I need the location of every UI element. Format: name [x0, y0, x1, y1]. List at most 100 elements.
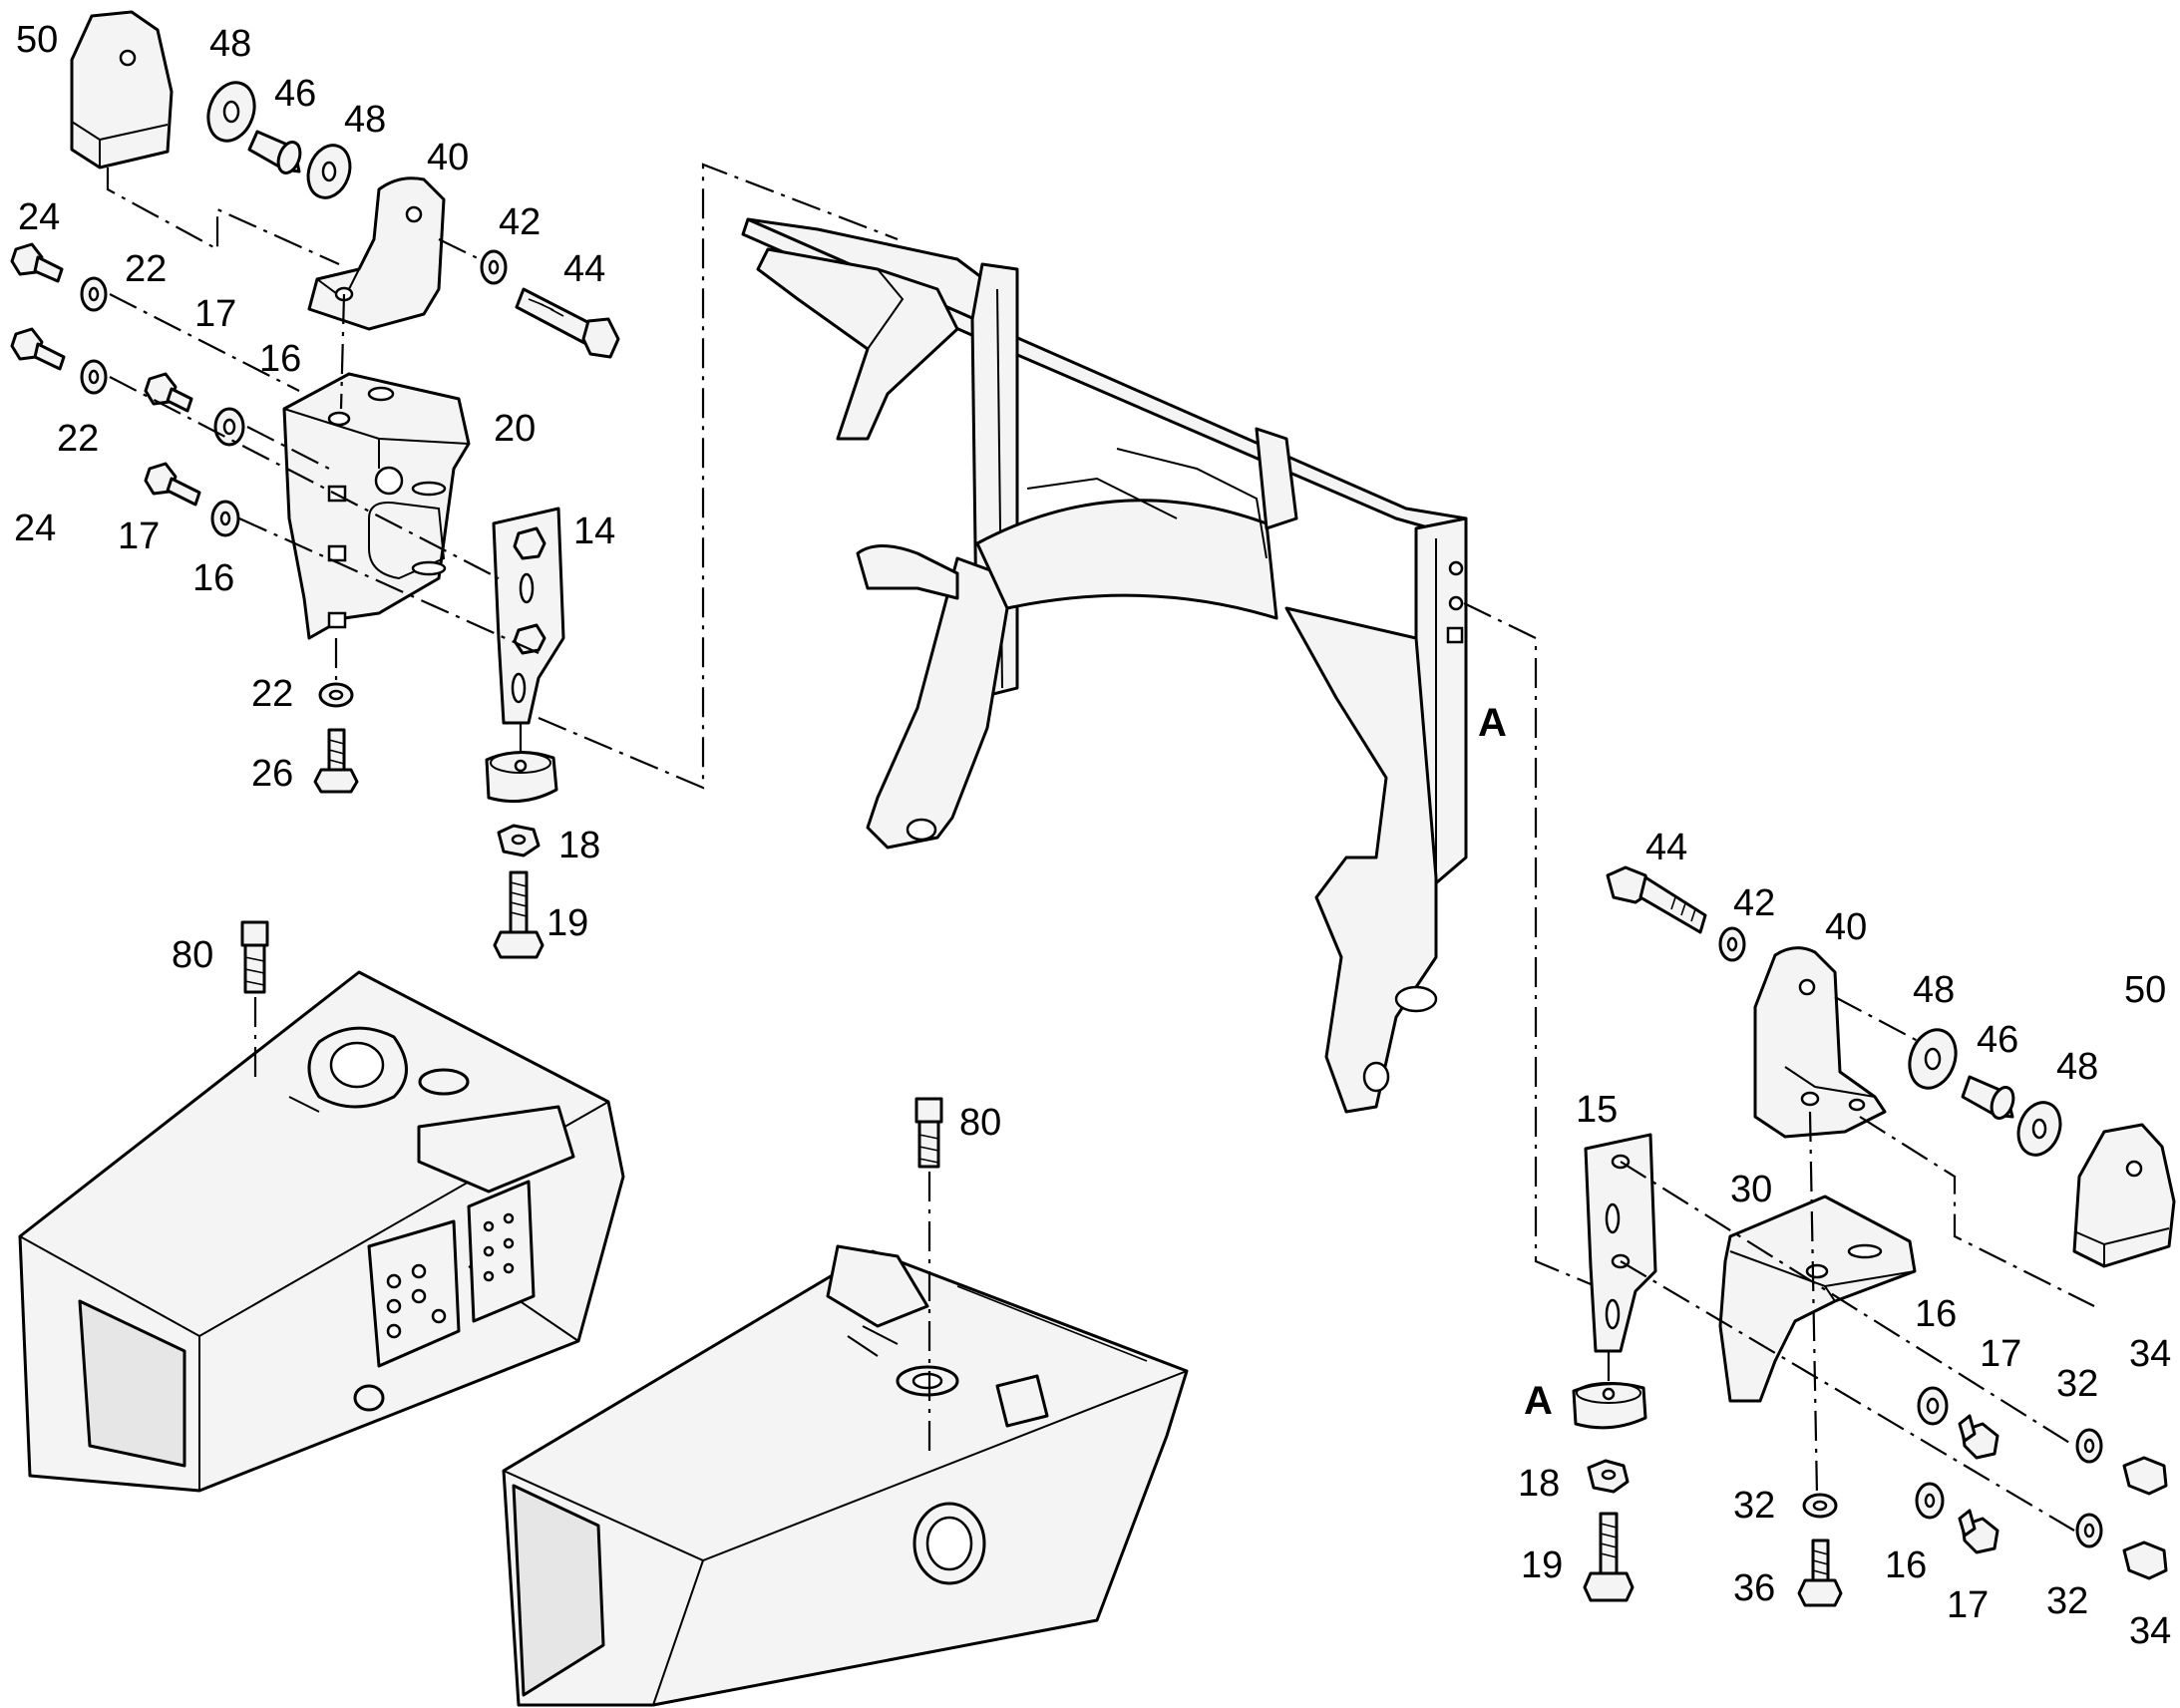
callout-15: 15 [1576, 1089, 1618, 1131]
washer-22-middle [80, 359, 108, 395]
callout-18-right: 18 [1518, 1463, 1560, 1505]
bracket-20 [282, 372, 471, 640]
mount-bracket-40-right [1753, 946, 1887, 1139]
callout-34-right-bottom: 34 [2129, 1610, 2171, 1652]
reference-line-a [1463, 602, 1597, 1288]
washer-32-right-top [2075, 1428, 2103, 1464]
callout-44-right: 44 [1645, 827, 1687, 868]
callout-48-right-2: 48 [2056, 1046, 2098, 1088]
right-bracket-assembly [1572, 865, 2176, 1607]
callout-44-left: 44 [563, 248, 605, 290]
callout-17-top: 17 [194, 293, 236, 335]
callout-32-right-bottom: 32 [2046, 1580, 2088, 1622]
washer-16-right-top [1917, 1386, 1949, 1426]
bolt-19-left [493, 870, 545, 959]
callout-48-right-1: 48 [1913, 969, 1955, 1011]
washer-16-lower [210, 500, 240, 537]
rubber-block-50-right [2072, 1123, 2176, 1268]
callout-17-lower: 17 [118, 515, 160, 557]
fuel-tank-left [18, 970, 625, 1493]
washer-32-center [1802, 1493, 1838, 1519]
callout-16-right-top: 16 [1915, 1293, 1957, 1335]
callout-42-right: 42 [1733, 882, 1775, 924]
callout-40-left: 40 [427, 137, 469, 178]
callout-50-right: 50 [2124, 969, 2166, 1011]
bolt-17-top [144, 372, 193, 413]
nut-18-left [497, 824, 541, 857]
bolt-44-right [1606, 865, 1707, 934]
callout-34-right-top: 34 [2129, 1333, 2171, 1375]
washer-22-bottom [318, 682, 354, 708]
main-frame [741, 217, 1468, 1114]
washer-48-left-2 [306, 144, 352, 199]
bolt-19-right [1583, 1512, 1635, 1602]
bolt-17-lower [144, 462, 201, 507]
washer-16-right-bottom [1915, 1482, 1945, 1520]
callout-16-right-bottom: 16 [1885, 1544, 1927, 1586]
washer-48-right-2 [2016, 1101, 2062, 1157]
bolt-17-right-bottom [1958, 1509, 1999, 1554]
callout-16-top: 16 [259, 338, 301, 380]
tank-left-holes [386, 1212, 515, 1339]
callout-22-bottom: 22 [251, 673, 293, 715]
callout-40-right: 40 [1825, 906, 1867, 948]
callout-46-left: 46 [274, 73, 316, 115]
callout-42-left: 42 [499, 201, 541, 243]
reference-a-frame: A [1478, 701, 1507, 745]
callout-32-center: 32 [1733, 1485, 1775, 1527]
callout-50-left: 50 [16, 19, 58, 61]
callout-48-left-1: 48 [209, 23, 251, 65]
sleeve-46-right [1961, 1075, 2015, 1120]
callout-17-right-top: 17 [1980, 1333, 2021, 1375]
bolt-36 [1797, 1538, 1843, 1607]
callout-22-top: 22 [125, 248, 167, 290]
bolt-24-lower [10, 327, 66, 371]
rubber-block-50-left [70, 10, 174, 170]
bolt-34-right-top [2122, 1456, 2168, 1496]
callout-labels: 50 48 46 48 40 42 44 24 22 17 16 22 20 2… [14, 19, 2171, 1652]
callout-17-right-bottom: 17 [1947, 1584, 1989, 1626]
callout-20: 20 [494, 408, 536, 450]
callout-14: 14 [573, 511, 615, 552]
sleeve-46-left [247, 130, 302, 174]
reference-a-pad: A [1524, 1379, 1553, 1423]
washer-16-top [213, 407, 245, 447]
fitting-80-left [240, 920, 269, 1082]
washer-48-right-1 [1908, 1028, 1958, 1090]
mount-bracket-40-left [307, 176, 446, 331]
callout-80-left: 80 [172, 934, 213, 976]
callout-26: 26 [251, 753, 293, 795]
plate-14 [492, 507, 565, 725]
rubber-pad-left [485, 750, 558, 804]
callout-19-right: 19 [1521, 1544, 1563, 1586]
washer-32-right-bottom [2075, 1513, 2103, 1548]
washer-42-right [1718, 926, 1746, 962]
callout-19-left: 19 [546, 902, 588, 944]
callout-36: 36 [1733, 1567, 1775, 1609]
washer-48-left-1 [206, 81, 256, 143]
fuel-tank-right [502, 1244, 1189, 1707]
callout-46-right: 46 [1977, 1019, 2018, 1061]
bolt-44-left [515, 287, 620, 359]
plate-15 [1584, 1133, 1657, 1353]
callout-16-lower: 16 [192, 557, 234, 599]
left-bracket-assembly [10, 10, 899, 959]
callout-32-right-top: 32 [2056, 1363, 2098, 1405]
washer-42-left [480, 249, 508, 285]
nut-18-right [1587, 1459, 1630, 1494]
callout-24-top: 24 [18, 196, 60, 238]
callout-80-right: 80 [959, 1102, 1001, 1144]
callout-30: 30 [1730, 1169, 1772, 1210]
bolt-24-top [10, 242, 64, 283]
callout-24-lower: 24 [14, 508, 56, 549]
fitting-80-right [914, 1097, 943, 1456]
callout-48-left-2: 48 [344, 99, 386, 141]
bolt-17-right-top [1958, 1414, 1999, 1460]
callout-22-middle: 22 [57, 418, 99, 460]
bolt-34-right-bottom [2122, 1540, 2168, 1580]
bolt-26 [313, 728, 359, 794]
rubber-pad-right [1572, 1382, 1647, 1430]
washer-22-top [80, 276, 108, 312]
callout-18-left: 18 [558, 825, 600, 866]
